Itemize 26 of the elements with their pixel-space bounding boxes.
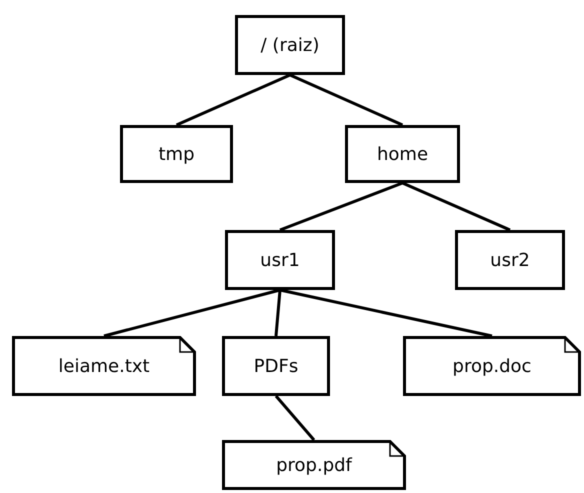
connector-line: [280, 288, 492, 338]
folder-box: [345, 125, 460, 183]
connector-line: [104, 288, 280, 338]
file-node: [222, 440, 406, 490]
folder-box: [225, 230, 335, 290]
node-label: leiame.txt: [58, 356, 150, 376]
node-label: usr2: [490, 250, 530, 270]
folder-box: [120, 125, 233, 183]
file-node: [403, 336, 581, 396]
node-label: prop.doc: [452, 356, 532, 376]
node-label: tmp: [158, 144, 195, 164]
node-label: PDFs: [254, 356, 298, 376]
node-label: prop.pdf: [276, 454, 352, 476]
node-label: usr1: [260, 250, 300, 270]
folder-box: [222, 336, 330, 396]
folder-box: [455, 230, 565, 290]
file-node: [12, 336, 196, 396]
connector-line: [402, 182, 511, 232]
connector-line: [289, 74, 404, 126]
connector-line: [279, 182, 404, 232]
connector-line: [274, 395, 316, 441]
connector-line: [176, 74, 291, 126]
folder-box: [235, 15, 345, 75]
node-label: home: [376, 144, 428, 164]
node-label: / (raiz): [260, 34, 320, 56]
connector-line: [274, 290, 282, 336]
